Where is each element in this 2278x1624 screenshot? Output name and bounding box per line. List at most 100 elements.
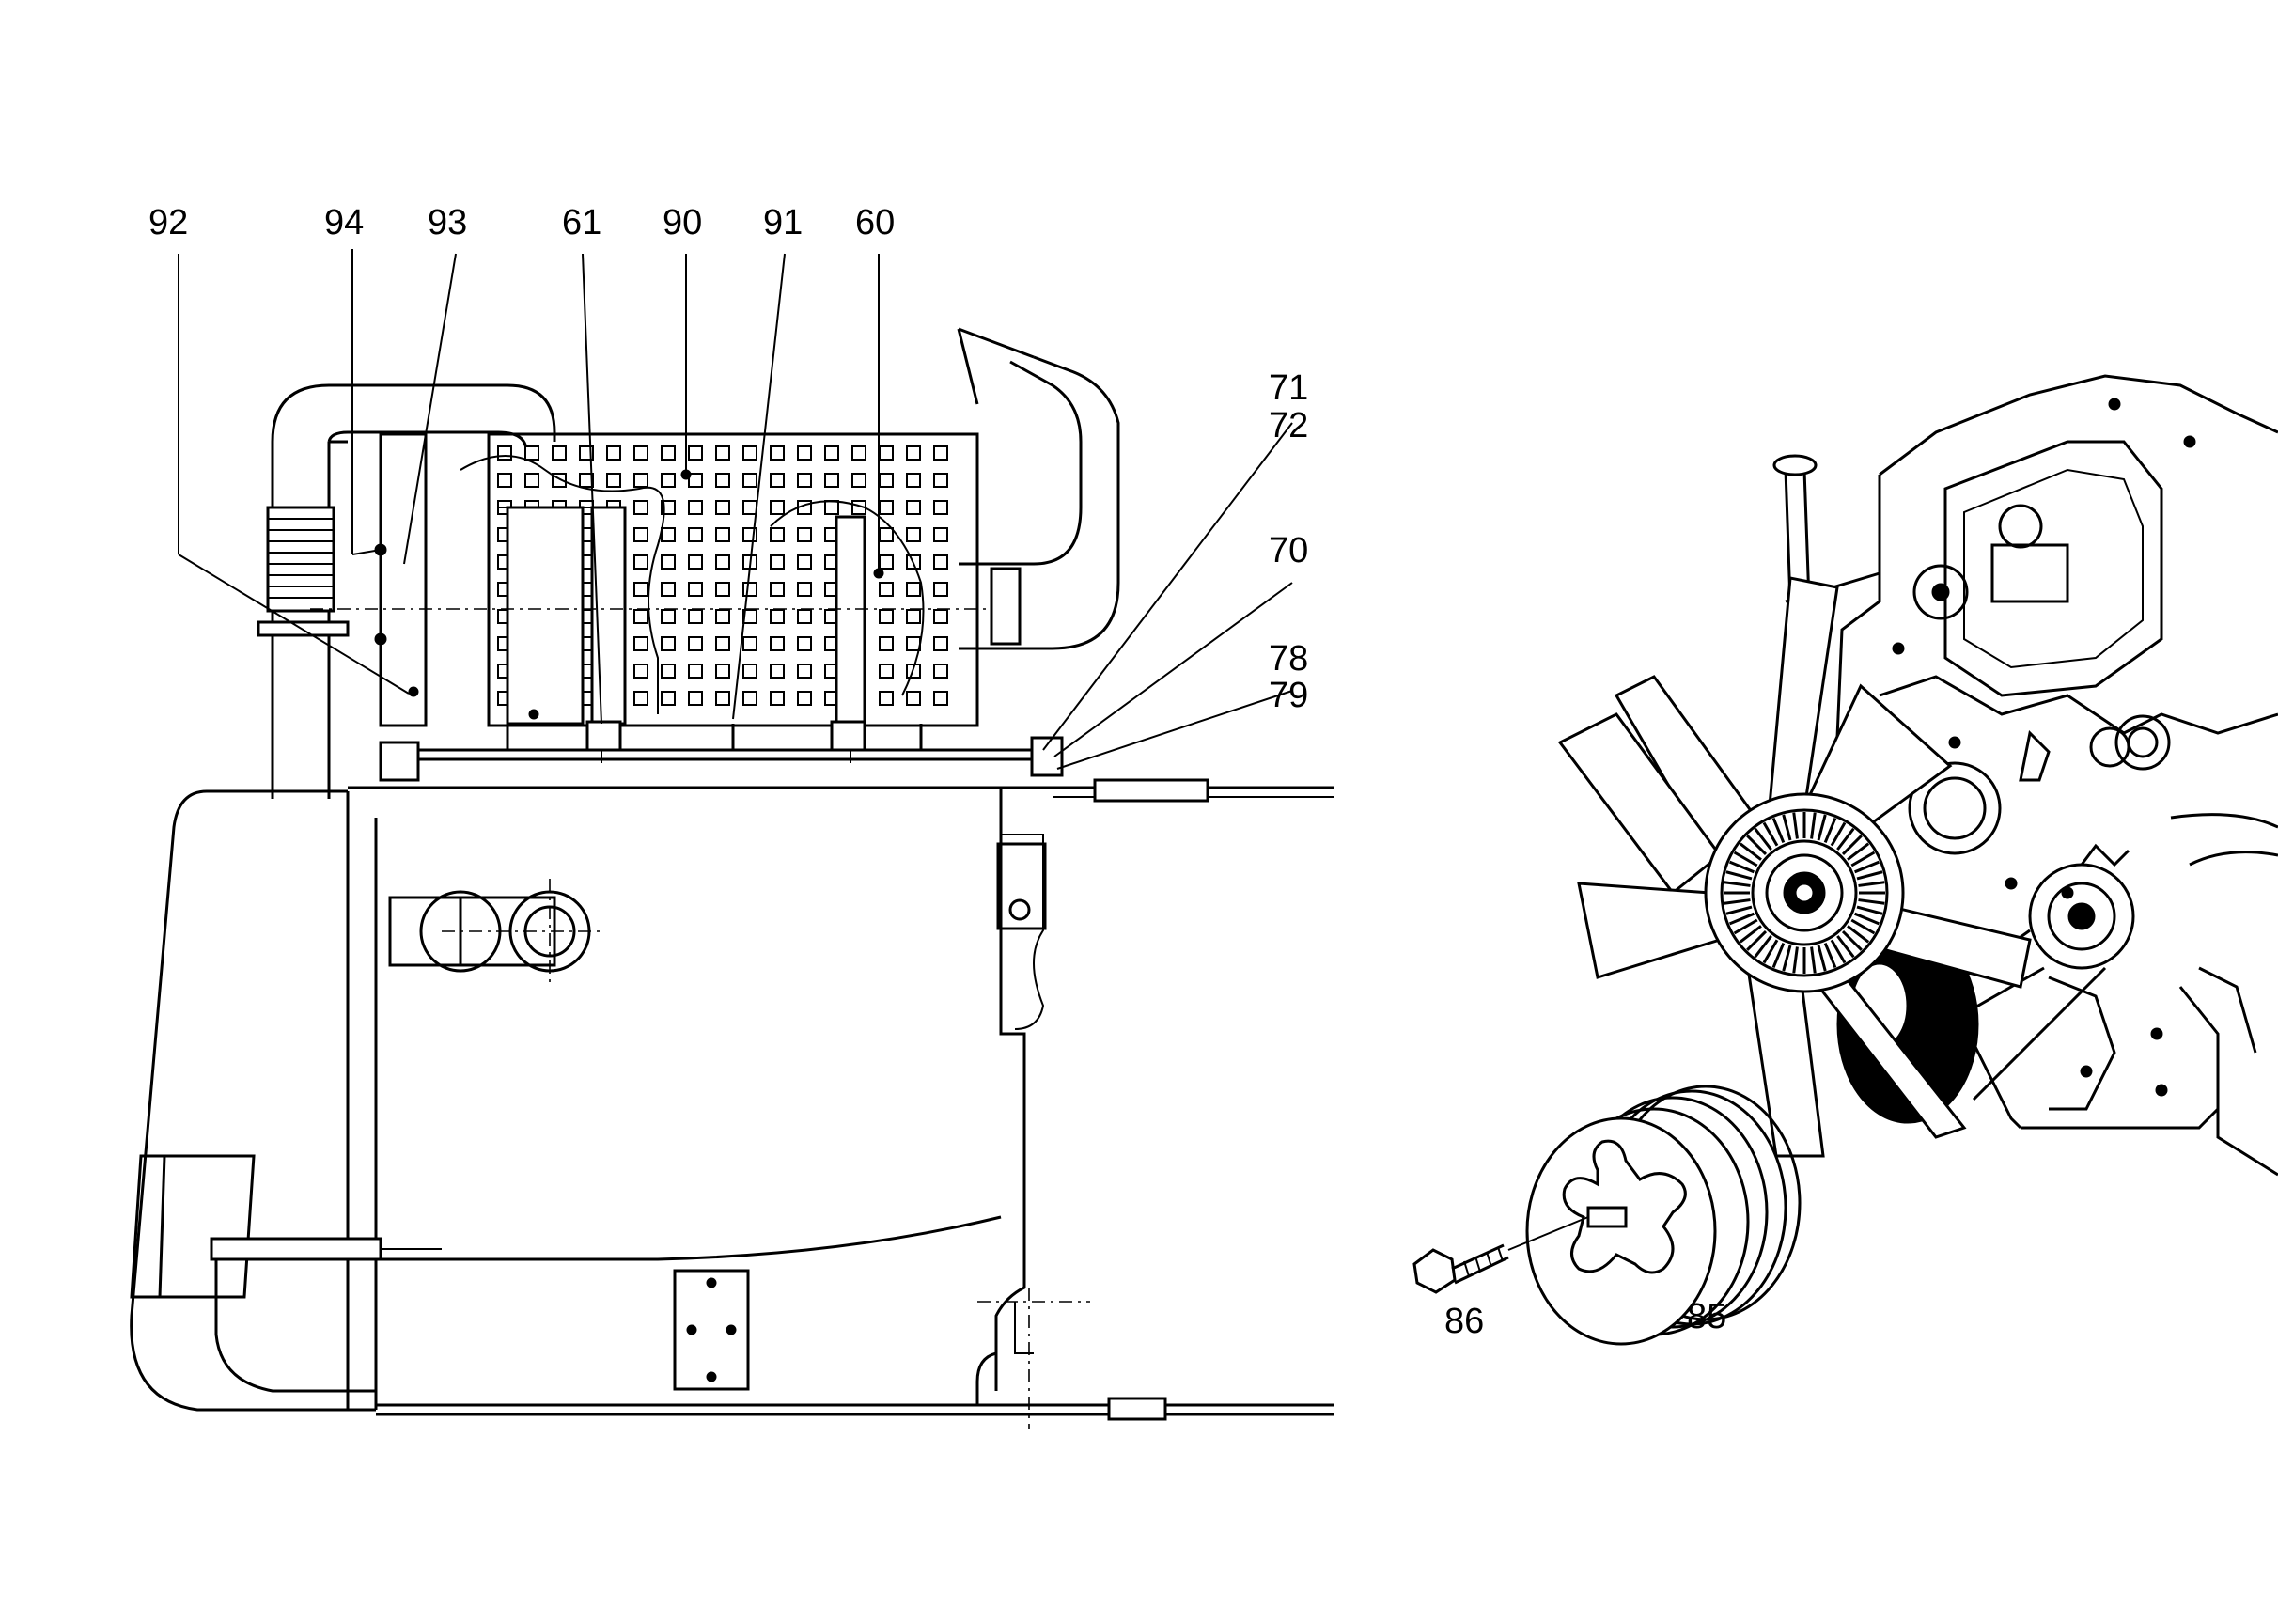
hub-fin: [1782, 814, 1792, 841]
callout-60: 60: [855, 203, 895, 242]
hub-fin: [1847, 925, 1870, 944]
perforation-hole: [633, 636, 648, 651]
hub-fin: [1725, 870, 1753, 881]
hub-fin: [1830, 821, 1847, 847]
perforation-hole: [770, 445, 785, 461]
perforation-hole: [933, 691, 948, 706]
perforation-hole: [933, 554, 948, 570]
callout-79: 79: [1269, 676, 1308, 715]
callout-61: 61: [562, 203, 601, 242]
callout-94: 94: [324, 203, 364, 242]
perforation-hole: [797, 664, 812, 679]
perforation-hole: [633, 609, 648, 624]
hub-fin: [1830, 939, 1847, 964]
hub-fin: [1724, 881, 1751, 887]
hub-fin: [1836, 827, 1855, 851]
perforation-hole: [661, 445, 676, 461]
hub-fin: [1724, 898, 1751, 905]
perforation-hole: [742, 473, 757, 488]
perforation-hole: [742, 609, 757, 624]
hub-fin: [1728, 912, 1755, 926]
perforation-hole: [688, 554, 703, 570]
perforation-hole: [497, 473, 512, 488]
perforation-hole: [906, 636, 921, 651]
hub-fin: [1841, 929, 1863, 951]
perforation-hole: [770, 527, 785, 542]
perforation-hole: [715, 445, 730, 461]
perforation-hole: [906, 500, 921, 515]
hub-fin: [1817, 945, 1827, 972]
callout-labels: 92 94 93 61 90 91 60 71 72 70 78 79 86 8…: [148, 203, 1726, 1341]
hub-fin: [1854, 860, 1880, 874]
perforation-hole: [688, 527, 703, 542]
perforation-hole: [906, 609, 921, 624]
hub-fin: [1854, 912, 1880, 926]
perforation-hole: [633, 582, 648, 597]
perforation-hole: [715, 636, 730, 651]
hub-fin: [1739, 925, 1762, 944]
hub-fin: [1782, 945, 1792, 972]
perforation-hole: [824, 500, 839, 515]
perforation-hole: [797, 527, 812, 542]
hub-fin: [1728, 860, 1755, 874]
perforation-hole: [906, 527, 921, 542]
perforation-hole: [661, 664, 676, 679]
callout-91: 91: [763, 203, 803, 242]
perforation-hole: [524, 473, 539, 488]
hub-fin: [1733, 851, 1758, 867]
perforation-hole: [633, 500, 648, 515]
perforation-hole: [933, 582, 948, 597]
hub-fin: [1856, 870, 1883, 881]
perforation-hole: [661, 554, 676, 570]
perforation-hole: [824, 445, 839, 461]
hub-fin: [1850, 918, 1876, 935]
perforation-hole: [661, 609, 676, 624]
perforation-hole: [633, 527, 648, 542]
perforation-hole: [797, 691, 812, 706]
hub-fin: [1858, 881, 1885, 887]
callout-78: 78: [1269, 639, 1308, 679]
perforation-hole: [715, 691, 730, 706]
perforation-hole: [906, 582, 921, 597]
perforation-hole: [633, 691, 648, 706]
perforation-hole: [633, 554, 648, 570]
perforation-hole: [661, 691, 676, 706]
perforation-hole: [688, 609, 703, 624]
perforation-hole: [661, 636, 676, 651]
perforation-hole: [879, 527, 894, 542]
perforation-hole: [906, 445, 921, 461]
hub-fin: [1739, 842, 1762, 861]
perforation-hole: [770, 582, 785, 597]
muffler-heat-shield: [310, 432, 996, 727]
perforation-hole: [770, 554, 785, 570]
bellows: [266, 506, 335, 613]
perforation-hole: [824, 473, 839, 488]
pulley-bolt: [1412, 1216, 1589, 1294]
perforation-hole: [742, 445, 757, 461]
perforation-hole: [688, 691, 703, 706]
perforation-hole: [879, 609, 894, 624]
callout-90: 90: [663, 203, 702, 242]
perforation-hole: [879, 691, 894, 706]
exhaust-assembly-drawing: [130, 249, 1334, 1429]
fan-hub: [1704, 792, 1905, 993]
perforation-hole: [742, 582, 757, 597]
callout-85: 85: [1687, 1297, 1726, 1336]
perforation-hole: [688, 636, 703, 651]
perforation-hole: [933, 636, 948, 651]
perforation-hole: [715, 609, 730, 624]
perforation-hole: [524, 445, 539, 461]
perforation-hole: [933, 527, 948, 542]
hub-fin: [1792, 946, 1799, 974]
hub-fin: [1817, 814, 1827, 841]
hub-fin: [1836, 935, 1855, 959]
perforation-hole: [879, 473, 894, 488]
perforation-hole: [797, 554, 812, 570]
crankshaft-pulley: [1525, 1085, 1802, 1346]
perforation-hole: [906, 473, 921, 488]
callout-93: 93: [428, 203, 467, 242]
perforation-hole: [770, 691, 785, 706]
tailpipe: [957, 327, 1120, 650]
perforation-hole: [606, 445, 621, 461]
